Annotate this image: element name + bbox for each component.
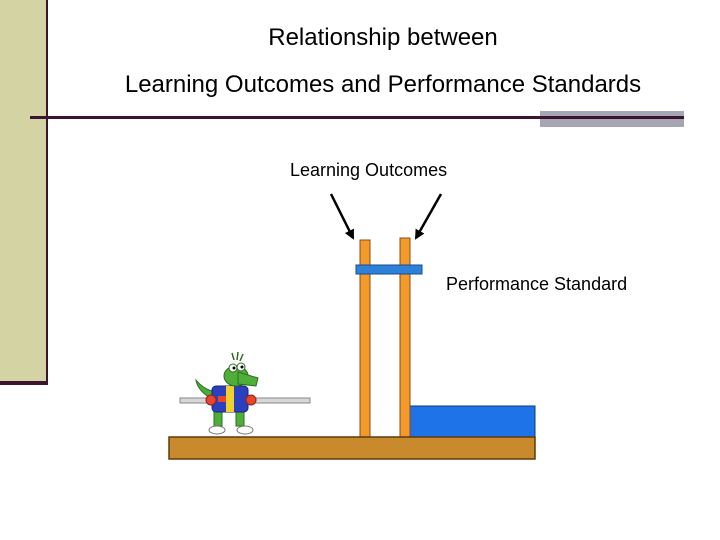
crossbar: [355, 264, 423, 275]
title-line-1: Relationship between: [268, 24, 498, 51]
sidebar-decoration: [0, 0, 48, 382]
water-pool: [409, 405, 536, 439]
sidebar-foot: [0, 381, 48, 385]
arrow-to-left-pole: [329, 193, 355, 240]
divider-accent: [540, 111, 684, 127]
performance-standard-label: Performance Standard: [446, 274, 628, 294]
arrow-to-right-pole: [414, 193, 443, 240]
title-line-2: Learning Outcomes and Performance Standa…: [124, 71, 642, 98]
divider-accent-line: [540, 116, 684, 119]
title-divider: [30, 116, 540, 119]
base-platform: [168, 436, 536, 460]
learning-outcomes-label: Learning Outcomes: [290, 160, 448, 180]
crocodile-pole-vaulter-icon: [179, 351, 311, 435]
